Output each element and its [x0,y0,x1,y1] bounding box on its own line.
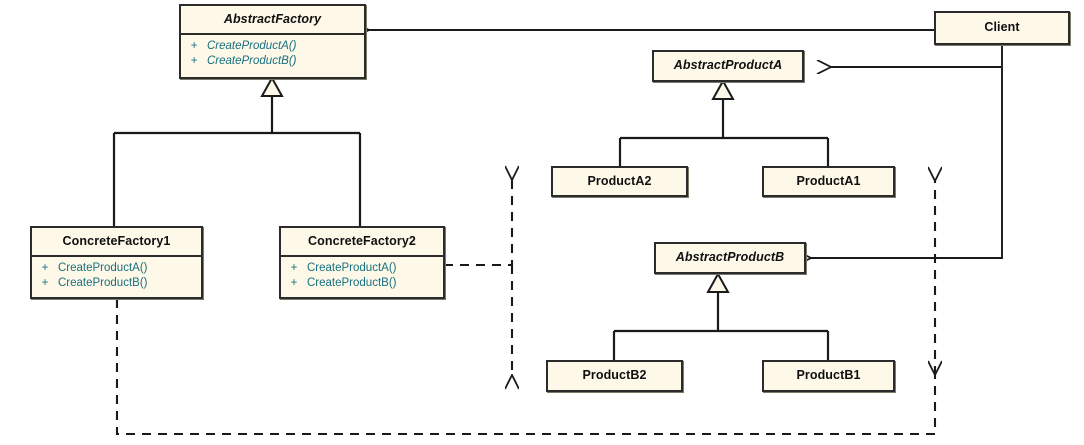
member-row: + CreateProductA() [32,261,201,276]
member-signature: CreateProductB() [58,276,148,289]
member-signature: CreateProductA() [307,261,397,274]
member-visibility: + [290,261,298,274]
class-product-a1[interactable]: ProductA1 [762,166,895,197]
class-title-abstract-product-b: AbstractProductB [675,250,785,264]
class-concrete-factory1[interactable]: ConcreteFactory1 + CreateProductA() + Cr… [30,226,203,299]
class-title-concrete-factory2: ConcreteFactory2 [308,234,416,248]
member-row: + CreateProductB() [32,276,201,291]
class-members-concrete-factory1: + CreateProductA() + CreateProductB() [32,254,201,296]
member-row: + CreateProductB() [281,276,443,291]
edge-concretefactory2-to-producta2 [444,180,512,267]
class-title-client: Client [984,20,1020,34]
member-row: + CreateProductB() [181,54,364,69]
class-product-a2[interactable]: ProductA2 [551,166,688,197]
member-visibility: + [41,261,49,274]
member-row: + CreateProductA() [281,261,443,276]
member-row: + CreateProductA() [181,39,364,54]
member-visibility: + [190,39,198,52]
member-visibility: + [41,276,49,289]
generalization-triangle-abstractproductb [706,271,730,293]
class-title-concrete-factory1: ConcreteFactory1 [62,234,171,248]
class-client[interactable]: Client [934,11,1070,45]
class-abstract-product-b[interactable]: AbstractProductB [654,242,806,274]
class-members-abstract-factory: + CreateProductA() + CreateProductB() [181,32,364,74]
generalization-triangle-abstractfactory [260,75,284,97]
class-title-abstract-product-a: AbstractProductA [673,58,783,72]
class-abstract-factory[interactable]: AbstractFactory + CreateProductA() + Cre… [179,4,366,79]
member-visibility: + [190,54,198,67]
generalization-triangle-abstractproducta [711,78,735,100]
member-signature: CreateProductB() [207,54,297,67]
member-signature: CreateProductB() [307,276,397,289]
member-visibility: + [290,276,298,289]
member-signature: CreateProductA() [58,261,148,274]
edge-concretefactory1-to-productb1 [115,299,935,436]
class-members-concrete-factory2: + CreateProductA() + CreateProductB() [281,254,443,296]
class-title-product-b1: ProductB1 [796,368,861,382]
member-signature: CreateProductA() [207,39,297,52]
class-title-abstract-factory: AbstractFactory [223,12,322,26]
class-product-b2[interactable]: ProductB2 [546,360,683,392]
class-title-product-b2: ProductB2 [582,368,647,382]
class-title-product-a1: ProductA1 [796,174,861,188]
class-product-b1[interactable]: ProductB1 [762,360,895,392]
class-title-product-a2: ProductA2 [587,174,652,188]
class-abstract-product-a[interactable]: AbstractProductA [652,50,804,82]
edge-client-to-abstractproductb [811,45,1003,258]
class-concrete-factory2[interactable]: ConcreteFactory2 + CreateProductA() + Cr… [279,226,445,299]
